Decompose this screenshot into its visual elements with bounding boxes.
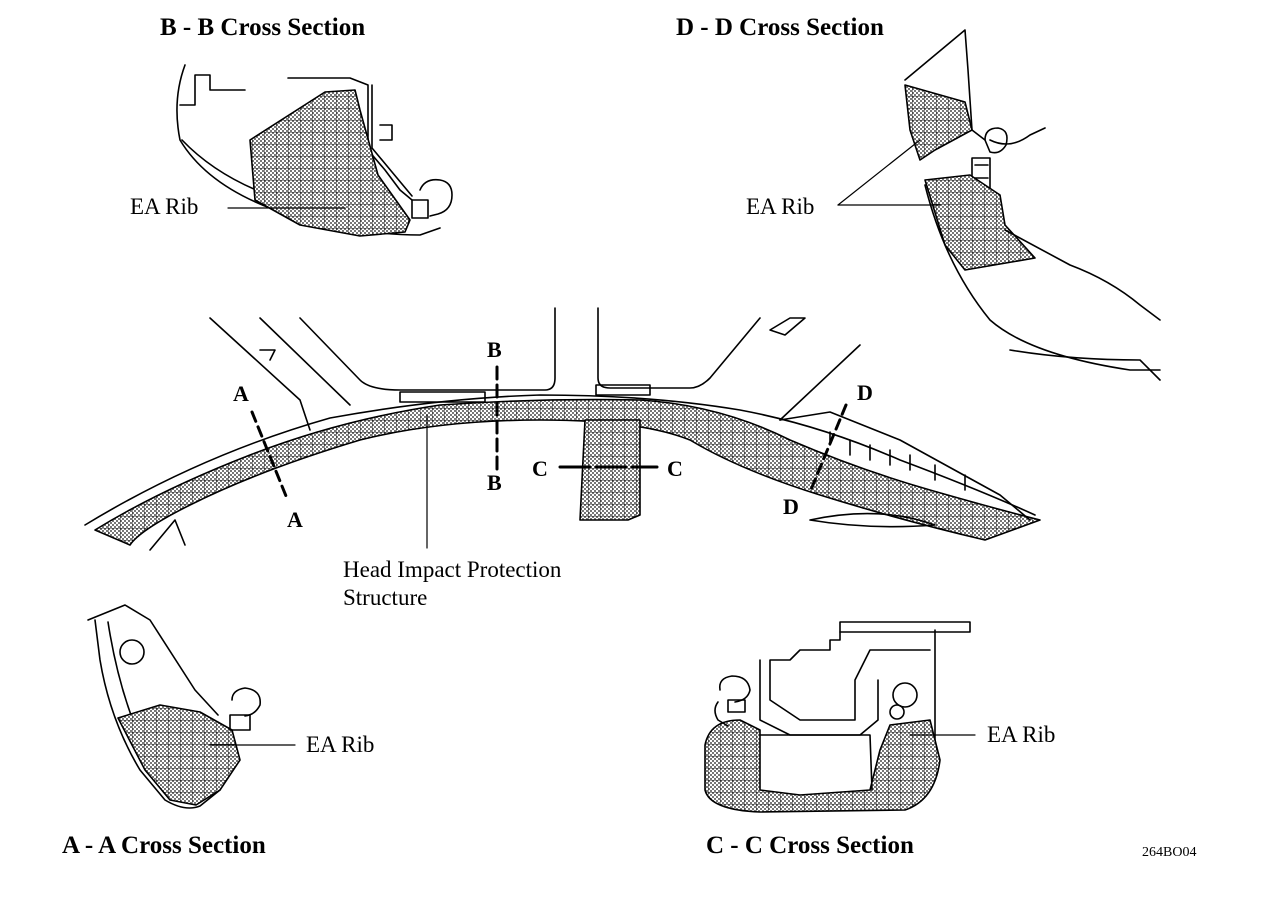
dd-upper-ea-rib-shape (904, 84, 973, 161)
cc-ea-rib-label: EA Rib (987, 722, 1056, 747)
marker-d-bottom: D (783, 494, 799, 519)
head-impact-label-line1: Head Impact Protection (343, 557, 562, 582)
marker-b-top: B (487, 337, 502, 362)
head-impact-structure-shape (94, 398, 1041, 546)
dd-lower-ea-rib-shape (924, 174, 1036, 271)
main-overhead-drawing (84, 307, 1041, 551)
dd-section-title: D - D Cross Section (676, 14, 884, 41)
aa-ea-rib-label: EA Rib (306, 732, 375, 757)
marker-a-top: A (233, 381, 249, 406)
dd-ea-rib-label: EA Rib (746, 194, 815, 219)
cc-ea-rib-shape (704, 719, 941, 813)
aa-section-title: A - A Cross Section (62, 832, 266, 859)
cc-section-title: C - C Cross Section (706, 832, 914, 859)
figure-code: 264BO04 (1142, 845, 1197, 860)
aa-ea-rib-shape (117, 704, 241, 806)
dd-ea-rib-leader-upper (837, 139, 921, 206)
cut-line-a (250, 410, 288, 498)
marker-a-bottom: A (287, 507, 303, 532)
bb-section-drawing (176, 64, 453, 237)
section-cut-lines (250, 365, 848, 498)
bb-ea-rib-shape (249, 89, 411, 237)
aa-section-drawing (87, 604, 262, 809)
dd-section-drawing (904, 29, 1161, 381)
head-impact-label-line2: Structure (343, 585, 428, 610)
bb-section-title: B - B Cross Section (160, 14, 366, 41)
leader-lines (209, 139, 976, 746)
marker-c-right: C (667, 456, 683, 481)
cut-line-d (808, 403, 848, 494)
cc-section-drawing (704, 621, 971, 813)
marker-c-left: C (532, 456, 548, 481)
marker-d-top: D (857, 380, 873, 405)
marker-b-bottom: B (487, 470, 502, 495)
pillar-shape (579, 419, 641, 521)
bb-ea-rib-label: EA Rib (130, 194, 199, 219)
